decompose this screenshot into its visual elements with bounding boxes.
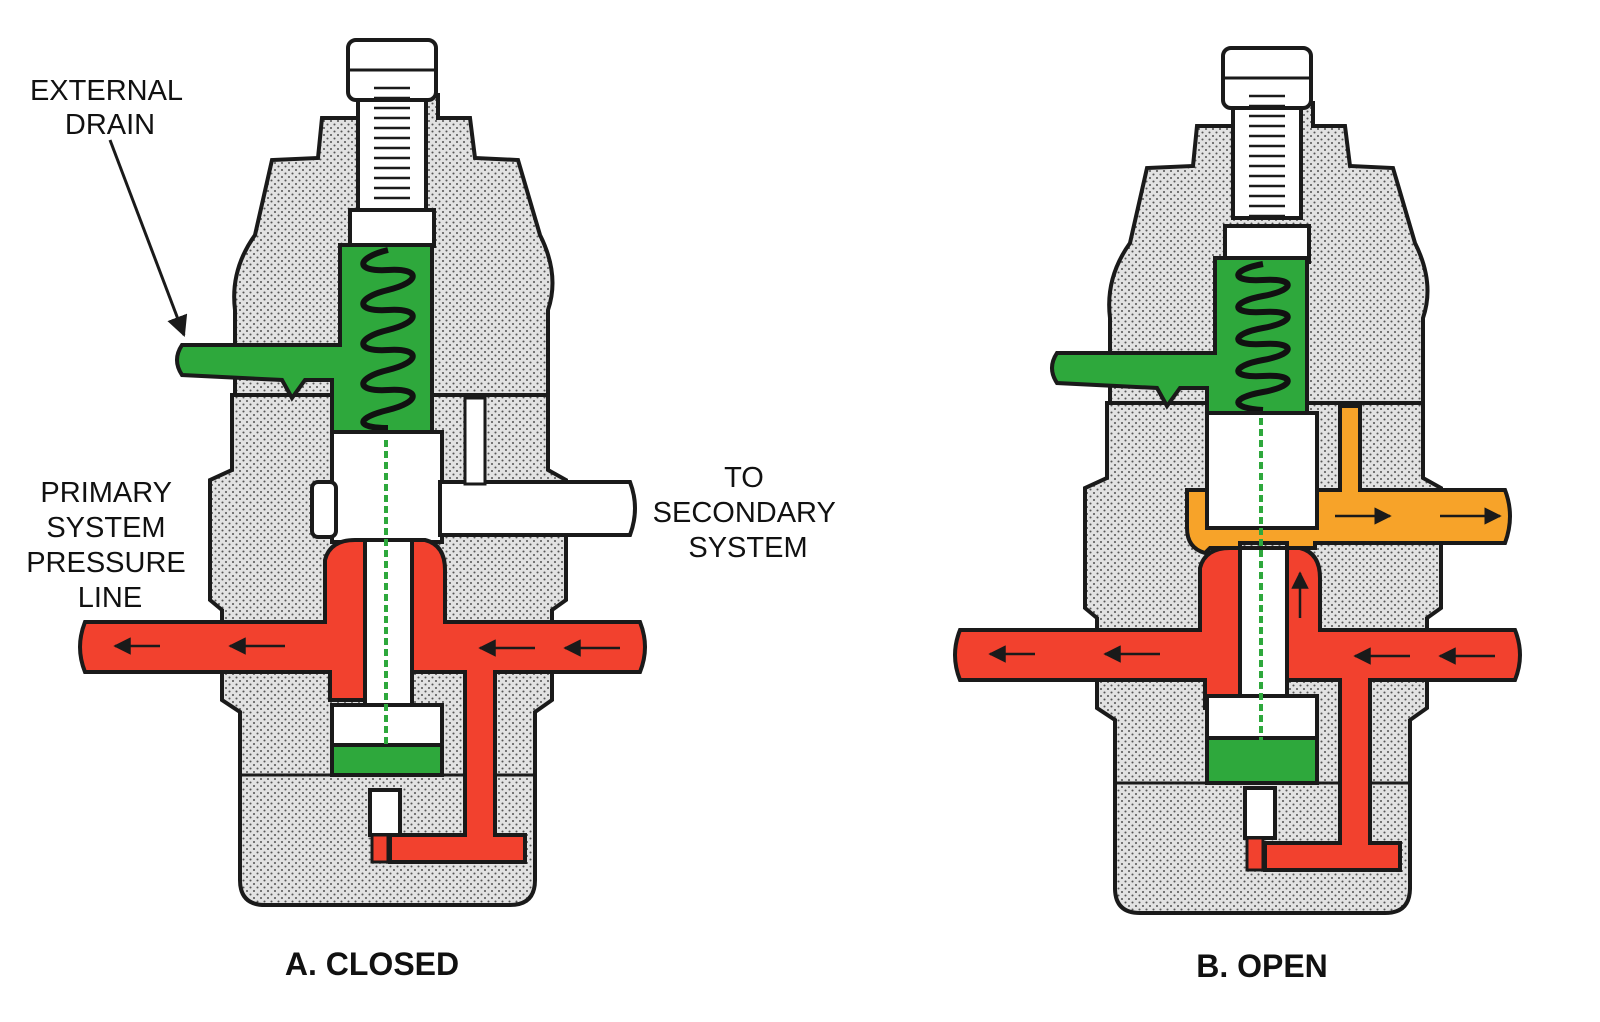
secondary-outlet-open [1185,404,1512,556]
pressure-inlet [388,538,647,864]
spring [1235,261,1291,413]
secondary-outlet-closed [438,480,637,537]
piston [368,788,402,837]
screw-threads [1249,94,1285,218]
drain-leader-arrow [108,139,188,337]
piston [1243,786,1277,840]
caption-open: B. OPEN [1196,948,1328,984]
primary-line-label: PRIMARY SYSTEM PRESSURE LINE [26,477,194,614]
valve-closed [78,38,647,907]
spring-seat [348,208,436,248]
flow-arrows [113,637,620,657]
screw-threads [374,86,410,200]
caption-closed: A. CLOSED [285,946,459,982]
flow-arrows [988,507,1502,665]
pressure-inlet [1263,546,1522,872]
secondary-label: TO SECONDARY SYSTEM [653,462,844,564]
external-drain-label: EXTERNAL DRAIN [30,75,190,141]
drain-passage [175,243,434,434]
valve-open [953,46,1522,915]
spring [360,247,416,431]
